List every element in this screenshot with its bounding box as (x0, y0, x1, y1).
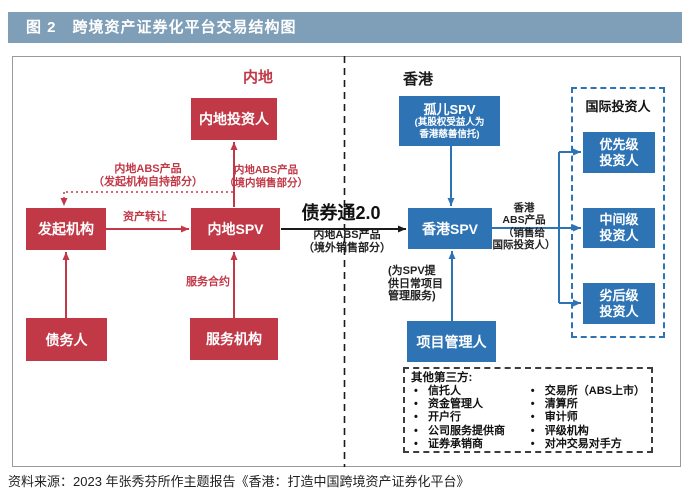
orphan-spv-subtitle-line2: 香港慈善信托) (419, 128, 480, 140)
box-originator: 发起机构 (26, 208, 106, 250)
box-mainland-spv: 内地SPV (191, 208, 280, 250)
diagram-frame (12, 56, 681, 467)
label-abs-offshore: 内地ABS产品 （境外销售部分） (297, 229, 397, 254)
third-party-item: 信托人 (411, 385, 528, 398)
label-spv-daily-service-line2: 供日常项目 (388, 277, 443, 290)
label-hk-abs-line3: （销售给 (503, 226, 545, 239)
third-party-item: 公司服务提供商 (411, 425, 528, 438)
senior-investor-line1: 优先级 (599, 136, 639, 152)
region-label-mainland: 内地 (242, 69, 273, 86)
mezzanine-investor-line1: 中间级 (599, 212, 639, 227)
label-hk-abs-line4: 国际投资人） (492, 238, 556, 251)
figure-title-bar: 图 2 跨境资产证券化平台交易结构图 (8, 12, 682, 43)
label-bond-connect: 债券通2.0 (301, 203, 381, 223)
mezzanine-investor-line2: 投资人 (599, 228, 639, 243)
group-intl-investors (571, 87, 665, 338)
box-mezzanine-investor: 中间级 投资人 (583, 208, 655, 248)
label-abs-domestic-line1: 内地ABS产品 (233, 164, 299, 176)
junior-investor-line1: 劣后级 (599, 287, 639, 303)
label-abs-offshore-line1: 内地ABS产品 (313, 229, 381, 241)
third-party-item: 评级机构 (528, 425, 645, 438)
group-other-third-parties: 其他第三方: 信托人 资金管理人 开户行 公司服务提供商 证券承销商 交易所（A… (403, 367, 653, 453)
label-spv-daily-service-line1: (为SPV提 (388, 265, 436, 277)
source-note: 资料来源：2023 年张秀芬所作主题报告《香港：打造中国跨境资产证券化平台》 (8, 474, 470, 489)
label-asset-transfer: 资产转让 (123, 211, 167, 223)
label-service-contract: 服务合约 (186, 276, 230, 288)
box-servicer: 服务机构 (190, 318, 278, 360)
third-party-item: 证券承销商 (411, 438, 528, 451)
third-party-item: 对冲交易对手方 (528, 438, 645, 451)
third-party-item: 资金管理人 (411, 398, 528, 411)
orphan-spv-title: 孤儿SPV (423, 102, 476, 117)
junior-investor-line2: 投资人 (599, 303, 639, 319)
label-abs-offshore-line2: （境外销售部分） (303, 241, 391, 254)
box-senior-investor: 优先级 投资人 (583, 132, 655, 173)
box-project-manager: 项目管理人 (407, 321, 496, 362)
label-abs-self-held-line1: 内地ABS产品 (114, 163, 182, 175)
label-abs-domestic: 内地ABS产品 （境内销售部分） (222, 164, 310, 189)
label-spv-daily-service-line3: 管理服务) (388, 290, 436, 302)
label-abs-self-held: 内地ABS产品 （发起机构自持部分） (58, 163, 238, 188)
box-debtor: 债务人 (26, 318, 107, 361)
third-party-item: 清算所 (528, 398, 645, 411)
box-junior-investor: 劣后级 投资人 (583, 283, 655, 324)
third-parties-title: 其他第三方: (411, 372, 473, 384)
label-hk-abs: 香港 ABS产品 （销售给 国际投资人） (490, 202, 558, 251)
label-abs-domestic-line2: （境内销售部分） (224, 176, 308, 189)
third-party-item: 交易所（ABS上市） (528, 385, 645, 398)
box-mainland-investor: 内地投资人 (191, 98, 277, 140)
third-party-item: 开户行 (411, 411, 528, 424)
third-parties-right-list: 交易所（ABS上市） 清算所 审计师 评级机构 对冲交易对手方 (528, 385, 645, 451)
intl-investors-title: 国际投资人 (585, 99, 651, 114)
box-hk-spv: 香港SPV (408, 208, 492, 249)
label-hk-abs-line1: 香港 (513, 202, 535, 214)
label-hk-abs-line2: ABS产品 (502, 214, 546, 227)
senior-investor-line2: 投资人 (599, 152, 639, 168)
region-label-hongkong: 香港 (402, 71, 433, 88)
orphan-spv-subtitle-line1: (其股权受益人为 (414, 117, 485, 128)
label-spv-daily-service: (为SPV提 供日常项目 管理服务) (388, 265, 452, 303)
third-party-item: 审计师 (528, 411, 645, 424)
third-parties-left-list: 信托人 资金管理人 开户行 公司服务提供商 证券承销商 (411, 385, 528, 451)
box-orphan-spv: 孤儿SPV (其股权受益人为 香港慈善信托) (399, 96, 500, 146)
label-abs-self-held-line2: （发起机构自持部分） (93, 175, 203, 188)
